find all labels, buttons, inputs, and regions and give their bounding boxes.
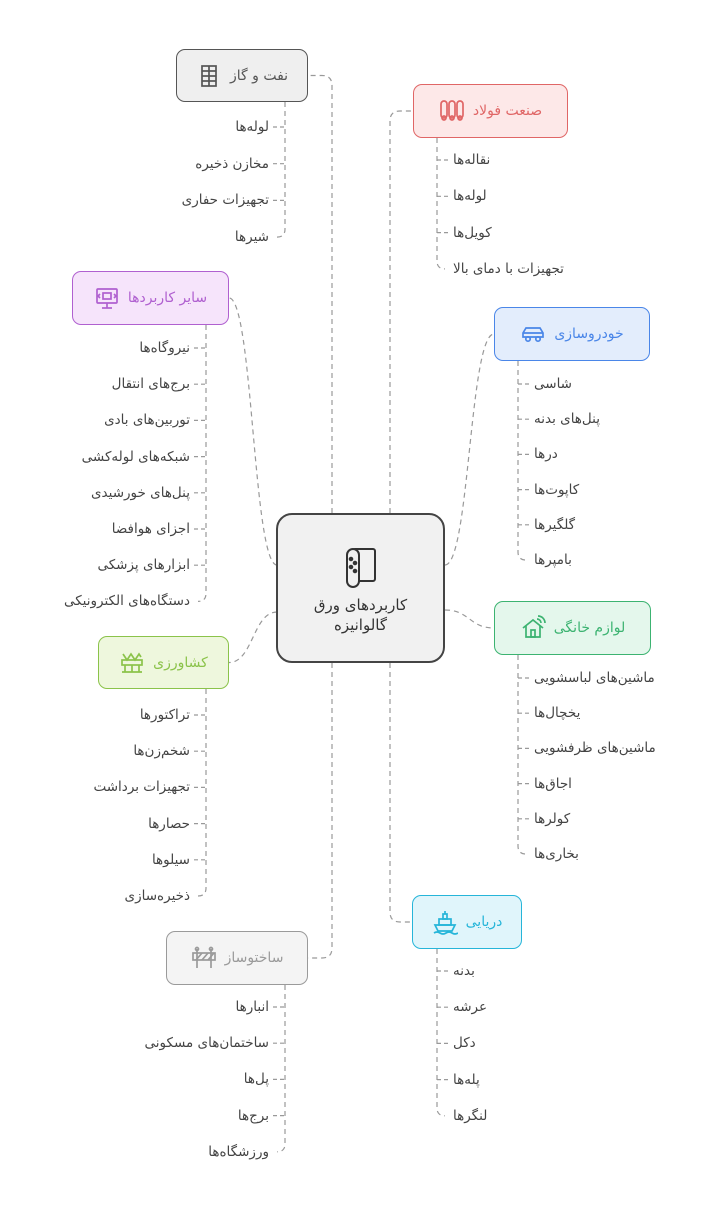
branch-node-agri[interactable]: کشاورزی (98, 636, 229, 689)
link-center-oil-gas (308, 74, 333, 513)
barrier-icon (191, 945, 217, 971)
branch-label: صنعت فولاد (472, 103, 543, 119)
spine-marine (436, 949, 446, 1117)
leaf-marine-1: عرشه (453, 999, 488, 1016)
leaf-agri-2: تجهیزات برداشت (93, 779, 190, 796)
leaf-auto-1: پنل‌های بدنه (534, 411, 600, 428)
spine-auto (517, 361, 527, 561)
link-center-appliance (444, 609, 495, 629)
branch-node-auto[interactable]: خودروسازی (494, 307, 650, 361)
spine-appliance (517, 655, 527, 855)
leaf-construction-1: ساختمان‌های مسکونی (144, 1035, 269, 1052)
steel-coils-icon (439, 98, 465, 124)
oil-rig-icon (196, 63, 222, 89)
ship-icon (432, 909, 458, 935)
branch-node-other[interactable]: سایر کاربردها (72, 271, 229, 325)
branch-node-appliance[interactable]: لوازم خانگی (494, 601, 651, 655)
link-center-other (228, 297, 278, 566)
leaf-other-7: دستگاه‌های الکترونیکی (63, 593, 190, 610)
leaf-appliance-2: ماشین‌های ظرفشویی (534, 740, 656, 757)
spine-oil-gas (276, 102, 286, 238)
link-center-construction (308, 663, 333, 959)
leaf-other-6: ابزارهای پزشکی (97, 557, 190, 574)
leaf-auto-0: شاسی (534, 376, 572, 392)
leaf-auto-4: گلگیرها (534, 516, 576, 533)
leaf-agri-5: ذخیره‌سازی (124, 888, 190, 904)
leaf-auto-3: کاپوت‌ها (534, 481, 580, 498)
leaf-construction-2: پل‌ها (243, 1071, 269, 1088)
leaf-construction-3: برج‌ها (237, 1107, 269, 1124)
branch-label: سایر کاربردها (127, 290, 208, 306)
branch-node-oil-gas[interactable]: نفت و گاز (176, 49, 308, 102)
leaf-other-1: برج‌های انتقال (111, 376, 190, 393)
link-center-marine (389, 663, 412, 923)
projector-icon (94, 285, 120, 311)
branch-node-construction[interactable]: ساختوساز (166, 931, 308, 985)
leaf-other-5: اجزای هوافضا (111, 521, 190, 537)
tractor-icon (119, 650, 145, 676)
leaf-agri-4: سیلوها (151, 851, 190, 868)
link-center-steel (389, 110, 413, 513)
center-node[interactable]: کاربردهای ورق گالوانیزه (276, 513, 445, 663)
leaf-oil-gas-1: مخازن ذخیره (195, 155, 269, 172)
branch-node-marine[interactable]: دریایی (412, 895, 522, 949)
leaf-steel-1: لوله‌ها (453, 188, 487, 205)
branch-node-steel[interactable]: صنعت فولاد (413, 84, 568, 138)
leaf-auto-5: بامپرها (534, 552, 572, 568)
leaf-other-3: شبکه‌های لوله‌کشی (81, 448, 190, 465)
branch-label: کشاورزی (153, 654, 208, 671)
leaf-appliance-0: ماشین‌های لباسشویی (534, 670, 655, 686)
leaf-oil-gas-2: تجهیزات حفاری (181, 192, 269, 209)
leaf-marine-2: دکل (453, 1035, 476, 1052)
leaf-appliance-5: بخاری‌ها (534, 846, 579, 862)
leaf-agri-0: تراکتورها (139, 707, 190, 723)
leaf-appliance-4: کولرها (534, 810, 571, 827)
leaf-marine-3: پله‌ها (453, 1071, 480, 1088)
link-center-auto (444, 333, 495, 566)
spine-agri (197, 689, 207, 897)
rolled-sheet-icon (337, 541, 385, 595)
leaf-other-4: پنل‌های خورشیدی (90, 484, 190, 501)
leaf-other-0: نیروگاه‌ها (139, 340, 190, 356)
leaf-appliance-3: اجاق‌ها (534, 775, 572, 792)
center-label-line1: کاربردهای ورق (313, 595, 408, 614)
spine-other (197, 325, 207, 602)
leaf-appliance-1: یخچال‌ها (534, 705, 581, 722)
branch-label: دریایی (465, 914, 503, 930)
leaf-steel-3: تجهیزات با دمای بالا (453, 260, 564, 277)
branch-label: لوازم خانگی (553, 620, 626, 636)
smart-home-icon (520, 615, 546, 641)
leaf-agri-3: حصارها (148, 815, 190, 832)
leaf-auto-2: درها (534, 446, 558, 463)
leaf-steel-0: نقاله‌ها (453, 152, 491, 168)
leaf-steel-2: کویل‌ها (453, 224, 492, 241)
branch-label: ساختوساز (224, 950, 284, 966)
leaf-marine-4: لنگرها (453, 1107, 488, 1124)
leaf-marine-0: بدنه (453, 963, 475, 979)
spine-construction (276, 985, 286, 1153)
leaf-oil-gas-3: شیرها (234, 229, 269, 246)
link-center-agri (228, 611, 278, 664)
leaf-construction-0: انبارها (235, 999, 269, 1015)
spine-steel (436, 138, 446, 270)
car-icon (520, 321, 546, 347)
leaf-other-2: توربین‌های بادی (104, 412, 190, 429)
center-label-line2: گالوانیزه (333, 616, 388, 634)
branch-label: خودروسازی (554, 326, 624, 342)
branch-label: نفت و گاز (229, 67, 289, 84)
leaf-construction-4: ورزشگاه‌ها (208, 1143, 269, 1160)
leaf-oil-gas-0: لوله‌ها (235, 119, 269, 135)
leaf-agri-1: شخم‌زن‌ها (133, 743, 190, 760)
